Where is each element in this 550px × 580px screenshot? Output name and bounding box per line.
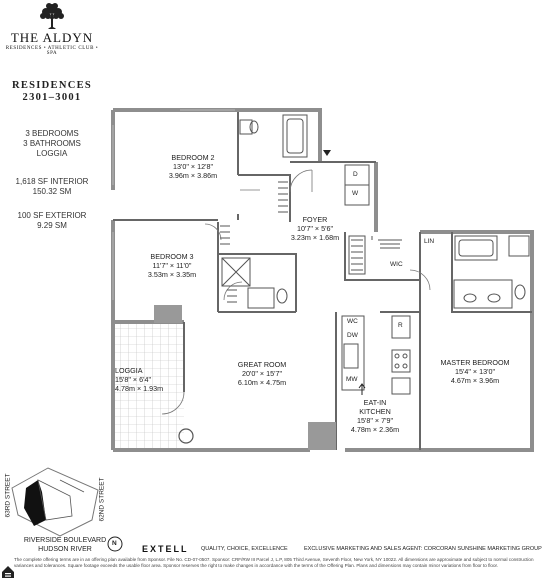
room-dims-metric: 6.10m × 4.75m: [237, 378, 287, 387]
interior-sm: 150.32 SM: [32, 187, 72, 196]
up-arrow-icon: [358, 383, 366, 395]
room-dims-imperial: 11'7" × 11'0": [152, 261, 192, 270]
room-label-bedroom-2: BEDROOM 2 13'0" × 12'8" 3.96m × 3.86m: [158, 153, 228, 180]
interior-area: 1,618 SF INTERIOR 150.32 SM: [0, 177, 104, 197]
loggia-note: LOGGIA: [36, 149, 68, 158]
room-dims-metric: 4.78m × 1.93m: [115, 384, 164, 393]
room-label-kitchen: EAT-IN KITCHEN 15'8" × 7'9" 4.78m × 2.36…: [345, 398, 405, 434]
dryer-label: D: [353, 171, 358, 178]
microwave-label: MW: [346, 376, 358, 383]
refrigerator-label: R: [398, 322, 403, 329]
room-name: LOGGIA: [115, 366, 143, 375]
exterior-area: 100 SF EXTERIOR 9.29 SM: [0, 211, 104, 231]
room-dims-imperial: 20'0" × 15'7": [241, 369, 283, 378]
exterior-sf: 100 SF EXTERIOR: [17, 211, 87, 220]
room-dims-imperial: 15'8" × 7'9": [356, 416, 394, 425]
closets: [220, 164, 402, 303]
column: [178, 428, 194, 444]
street-label-62nd: 62ND STREET: [98, 477, 106, 522]
room-dims-imperial: 13'0" × 12'8": [172, 162, 214, 171]
room-label-great-room: GREAT ROOM 20'0" × 15'7" 6.10m × 4.75m: [232, 360, 292, 387]
north-label: N: [112, 540, 117, 547]
column-block: [308, 422, 336, 450]
room-label-master-bedroom: MASTER BEDROOM 15'4" × 13'0" 4.67m × 3.9…: [440, 358, 510, 385]
boulevard-label: RIVERSIDE BOULEVARD: [23, 537, 107, 544]
room-label-loggia: LOGGIA 15'8" × 6'4" 4.78m × 1.93m: [115, 366, 175, 393]
developer-slogan: QUALITY, CHOICE, EXCELLENCE: [201, 546, 288, 552]
room-dims-metric: 3.96m × 3.86m: [168, 171, 218, 180]
room-label-bedroom-3: BEDROOM 3 11'7" × 11'0" 3.53m × 3.35m: [142, 252, 202, 279]
entry-arrow-icon: [323, 150, 331, 156]
wine-cooler-label: WC: [347, 318, 358, 325]
room-dims-imperial: 15'8" × 6'4": [115, 375, 152, 384]
key-plan: [11, 467, 99, 537]
bath-fixtures: [221, 114, 530, 309]
washer-label: W: [352, 190, 359, 197]
column-block: [154, 305, 182, 323]
keyplan-location: RIVERSIDE BOULEVARD HUDSON RIVER: [0, 537, 130, 554]
brand-name: THE ALDYN: [10, 30, 94, 45]
interior-sf: 1,618 SF INTERIOR: [15, 177, 89, 186]
residence-title-line2: 2301–3001: [22, 92, 82, 103]
room-name: GREAT ROOM: [237, 360, 287, 369]
brand-tagline: RESIDENCES • ATHLETIC CLUB • SPA: [5, 46, 99, 56]
dishwasher-label: DW: [347, 332, 358, 339]
bedrooms-count: 3 BEDROOMS: [25, 129, 79, 138]
developer-logo: EXTELL: [142, 544, 189, 554]
door-swings: [161, 169, 431, 415]
linen-label: LIN: [424, 238, 435, 245]
wic-label: WIC: [390, 261, 403, 268]
room-name: BEDROOM 2: [171, 153, 215, 162]
exterior-sm: 9.29 SM: [37, 221, 67, 230]
room-dims-metric: 3.53m × 3.35m: [147, 270, 197, 279]
legal-disclaimer: The complete offering terms are in an of…: [14, 557, 534, 568]
bathrooms-count: 3 BATHROOMS: [23, 139, 81, 148]
room-dims-imperial: 15'4" × 13'0": [454, 367, 496, 376]
unit-summary: 3 BEDROOMS 3 BATHROOMS LOGGIA: [0, 129, 104, 159]
room-name: MASTER BEDROOM: [440, 358, 510, 367]
room-name: FOYER: [302, 215, 328, 224]
equal-housing-icon: [2, 566, 14, 578]
room-label-foyer: FOYER 10'7" × 5'6" 3.23m × 1.68m: [290, 215, 340, 242]
marketing-agent: EXCLUSIVE MARKETING AND SALES AGENT: COR…: [304, 546, 542, 552]
loggia-floor: [114, 322, 184, 449]
room-name-line2: KITCHEN: [359, 407, 391, 416]
tree-logo-icon: [40, 3, 64, 29]
room-name: EAT-IN: [363, 398, 387, 407]
room-dims-metric: 3.23m × 1.68m: [290, 233, 340, 242]
residence-title: RESIDENCES 2301–3001: [0, 80, 104, 104]
windows: [112, 109, 235, 300]
room-dims-metric: 4.67m × 3.96m: [450, 376, 500, 385]
north-compass-icon: [107, 536, 123, 552]
kitchen-fixtures: [341, 315, 411, 395]
residence-title-line1: RESIDENCES: [11, 80, 93, 91]
interior-walls: [113, 112, 532, 450]
room-name: BEDROOM 3: [150, 252, 194, 261]
river-label: HUDSON RIVER: [38, 545, 92, 553]
room-dims-metric: 4.78m × 2.36m: [350, 425, 400, 434]
street-label-63rd: 63RD STREET: [4, 473, 12, 518]
room-dims-imperial: 10'7" × 5'6": [296, 224, 334, 233]
